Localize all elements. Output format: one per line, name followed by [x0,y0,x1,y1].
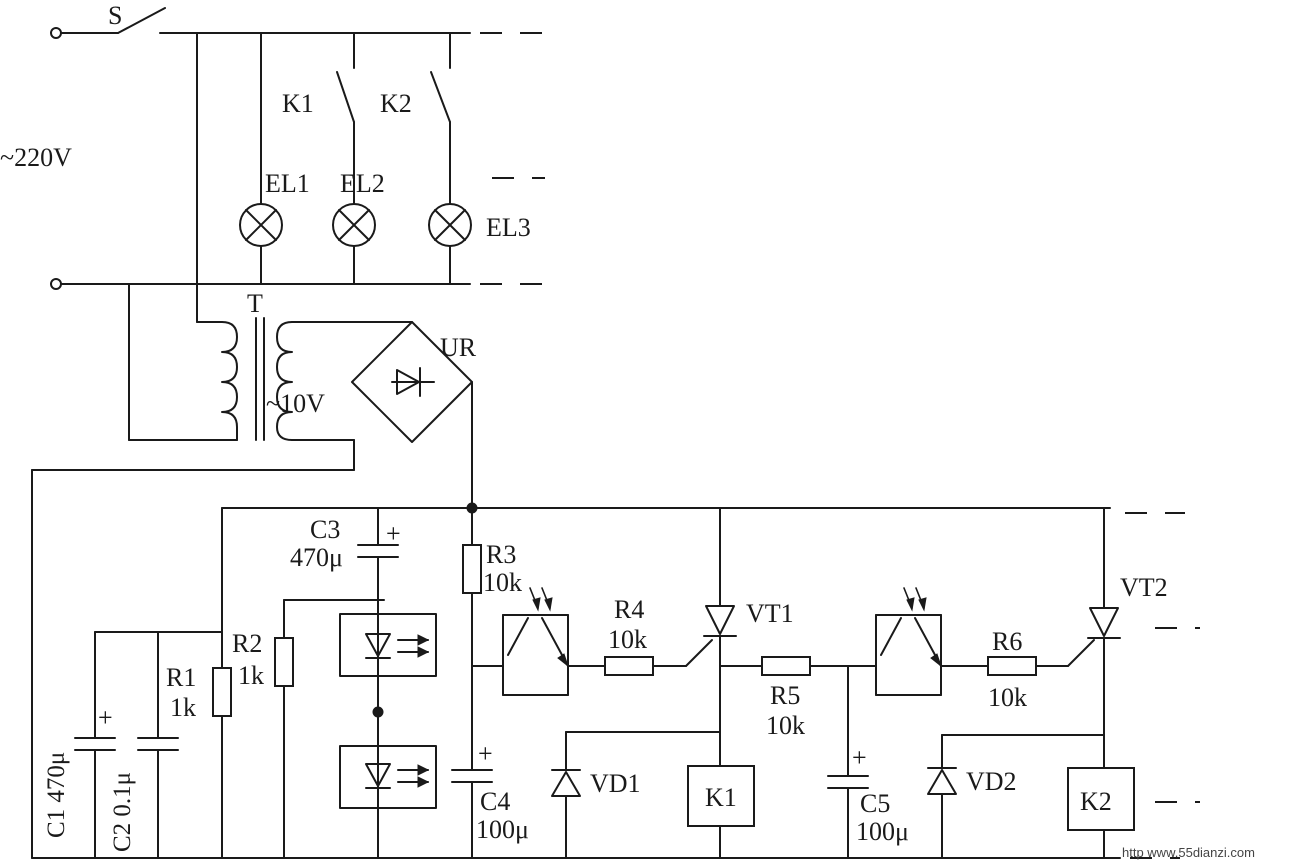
label-k2: K2 [380,89,412,118]
lamp-el1 [239,203,283,247]
switch-s-blade [117,7,166,34]
label-c3-plus: + [386,519,401,548]
resistor-r5 [761,656,811,676]
relay-contact-k2 [430,71,451,123]
led-emitter-lower [339,745,437,809]
label-r6: R6 [992,627,1022,656]
label-vt2: VT2 [1120,573,1168,602]
label-relay-k1: K1 [705,783,737,812]
label-vd2: VD2 [966,767,1017,796]
label-vt1: VT1 [746,599,794,628]
relay-coil-k2 [1067,767,1135,831]
thyristor-vt2 [1087,507,1121,769]
label-c1-plus: + [98,703,113,732]
thyristor-vt1 [703,507,737,767]
label-vd1: VD1 [590,769,641,798]
lamp-el2 [332,203,376,247]
resistor-r2 [274,637,294,687]
label-k1: K1 [282,89,314,118]
label-mains: ~220V [0,143,72,172]
mains-terminal-top [50,27,62,39]
resistor-r6 [987,656,1037,676]
resistor-r3 [462,544,482,594]
relay-contact-k1 [336,71,355,123]
relay-coil-k1 [687,765,755,827]
label-r4-value: 10k [608,625,647,654]
label-c4-value: 100μ [476,815,529,844]
label-c2: C2 0.1μ [109,772,136,852]
label-c3: C3 [310,515,340,544]
label-secondary: ~10V [266,389,325,418]
label-el2: EL2 [340,169,385,198]
label-c1: C1 470μ [43,752,70,838]
label-r5: R5 [770,681,800,710]
label-el3: EL3 [486,213,531,242]
resistor-r4 [604,656,654,676]
label-r1-value: 1k [170,693,196,722]
mains-section [50,7,545,441]
capacitor-c2 [137,737,179,751]
label-r3-value: 10k [483,568,522,597]
bridge-rectifier-ur [31,321,473,509]
led-emitter-upper [339,613,437,677]
mains-terminal-bottom [50,278,62,290]
phototransistor-1 [471,587,606,696]
phototransistor-2 [875,587,989,696]
label-r5-value: 10k [766,711,805,740]
junction-dot [372,706,384,718]
label-c5-value: 100μ [856,817,909,846]
capacitor-c4 [451,769,493,783]
diode-vd2 [927,767,957,795]
label-r2: R2 [232,629,262,658]
label-c4: C4 [480,787,510,816]
label-c5: C5 [860,789,890,818]
label-c3-value: 470μ [290,543,343,572]
label-r2-value: 1k [238,661,264,690]
label-bridge: UR [440,333,477,362]
label-r4: R4 [614,595,644,624]
label-r3: R3 [486,540,516,569]
label-c4-plus: + [478,739,493,768]
label-el1: EL1 [265,169,310,198]
label-c5-plus: + [852,743,867,772]
label-transformer: T [247,289,263,318]
label-r6-value: 10k [988,683,1027,712]
watermark: http www.55dianzi.com [1122,845,1255,860]
lamp-el3 [428,203,472,247]
transformer-t [221,317,413,441]
label-relay-k2: K2 [1080,787,1112,816]
resistor-r1 [212,667,232,717]
label-switch-s: S [108,1,122,30]
capacitor-c5 [827,775,869,789]
capacitor-c1 [74,737,116,751]
diode-vd1 [551,769,581,797]
label-r1: R1 [166,663,196,692]
